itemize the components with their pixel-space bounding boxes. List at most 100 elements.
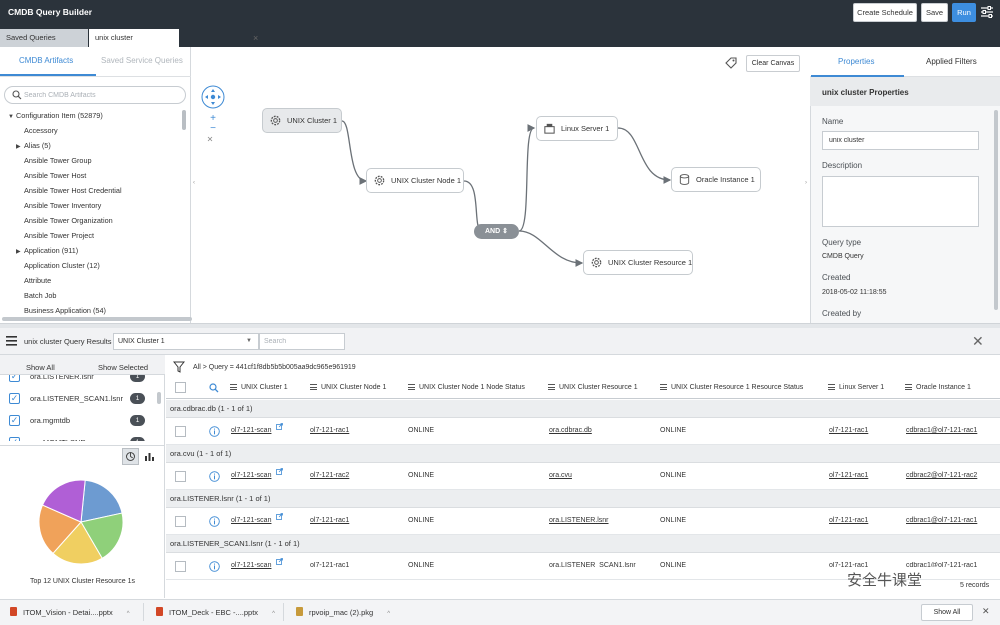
tab-saved-service-queries[interactable]: Saved Service Queries [101, 56, 183, 65]
tab-properties[interactable]: Properties [838, 57, 875, 66]
node-linux-server-1[interactable]: Linux Server 1 [536, 116, 618, 141]
pie-chart-toggle-icon[interactable] [122, 448, 139, 465]
table-cell[interactable]: cdbrac1@ol7-121-rac1 [906, 517, 978, 524]
chevron-up-icon[interactable]: ^ [272, 611, 275, 617]
checkbox[interactable]: ✓ [9, 415, 20, 426]
column-menu-icon[interactable] [660, 384, 667, 390]
row-checkbox[interactable] [175, 426, 186, 437]
name-field[interactable] [822, 131, 979, 150]
table-cell[interactable]: ol7-121-rac1 [829, 517, 869, 524]
row-checkbox[interactable] [175, 471, 186, 482]
chevron-right-icon[interactable]: ▶ [16, 144, 21, 150]
node-oracle-instance-1[interactable]: Oracle Instance 1 [671, 167, 761, 192]
tree-item[interactable]: Attribute [16, 273, 196, 288]
table-cell[interactable]: ol7-121-scan [231, 562, 272, 569]
description-field[interactable] [822, 176, 979, 227]
results-search-input[interactable] [259, 333, 345, 350]
tree-item[interactable]: Accessory [16, 123, 196, 138]
tree-item[interactable]: ▶Application (911) [16, 243, 196, 258]
column-menu-icon[interactable] [230, 384, 237, 390]
table-cell[interactable]: ol7-121-rac1 [829, 562, 869, 569]
column-header[interactable]: UNIX Cluster Node 1 Node Status [408, 383, 525, 391]
pie-slice[interactable] [80, 479, 123, 523]
close-downloads-icon[interactable]: ✕ [982, 606, 990, 616]
show-all-tab[interactable]: Show All [26, 363, 55, 372]
checkbox[interactable]: ✓ [9, 437, 20, 441]
tag-icon[interactable] [724, 56, 738, 70]
checklist-item[interactable]: ✓ora.MGMTLSNR1 [0, 432, 158, 441]
info-icon[interactable] [209, 471, 220, 482]
close-tab-icon[interactable]: × [253, 33, 259, 43]
table-cell[interactable]: ol7-121-rac1 [829, 427, 869, 434]
column-header[interactable]: UNIX Cluster Node 1 [310, 383, 386, 391]
table-cell[interactable]: cdbrac1@ol7-121-rac1 [906, 562, 978, 569]
tree-horizontal-scrollbar[interactable] [2, 317, 192, 321]
menu-icon[interactable] [6, 336, 17, 346]
column-header[interactable]: Linux Server 1 [828, 383, 884, 391]
chevron-up-icon[interactable]: ^ [126, 611, 130, 617]
column-menu-icon[interactable] [905, 384, 912, 390]
tab-saved-queries[interactable]: Saved Queries [0, 29, 88, 47]
show-selected-tab[interactable]: Show Selected [98, 363, 149, 372]
tree-scrollbar[interactable] [182, 110, 186, 130]
column-header[interactable]: UNIX Cluster Resource 1 Resource Status [660, 383, 803, 391]
column-menu-icon[interactable] [408, 384, 415, 390]
table-cell[interactable]: ora.LISTENER.lsnr [549, 517, 609, 524]
tree-item[interactable]: Batch Job [16, 288, 196, 303]
sliders-icon[interactable] [980, 5, 994, 19]
external-link-icon[interactable] [276, 513, 283, 520]
group-header[interactable]: ora.LISTENER_SCAN1.lsnr (1 - 1 of 1) [166, 535, 1000, 553]
chevron-right-icon[interactable]: ▶ [16, 249, 21, 255]
tree-item[interactable]: Ansible Tower Inventory [16, 198, 196, 213]
checklist-scrollbar[interactable] [157, 392, 161, 404]
node-unix-cluster-resource-1[interactable]: UNIX Cluster Resource 1 [583, 250, 693, 275]
zoom-controls[interactable]: + − [199, 83, 227, 143]
download-item[interactable]: ITOM_Deck - EBC -....pptx^ [156, 607, 275, 617]
checkbox[interactable]: ✓ [9, 393, 20, 404]
panel-splitter[interactable] [0, 323, 1000, 328]
tree-item[interactable]: ▶Alias (5) [16, 138, 196, 153]
table-cell[interactable]: ol7-121-rac1 [310, 562, 350, 569]
show-all-downloads-button[interactable]: Show All [921, 604, 973, 621]
info-icon[interactable] [209, 561, 220, 572]
filter-icon[interactable] [173, 361, 185, 373]
tree-item[interactable]: Application Cluster (12) [16, 258, 196, 273]
group-header[interactable]: ora.LISTENER.lsnr (1 - 1 of 1) [166, 490, 1000, 508]
tree-item[interactable]: Business Application (54) [16, 303, 196, 318]
info-icon[interactable] [209, 426, 220, 437]
download-item[interactable]: ITOM_Vision - Detai....pptx^ [10, 607, 130, 617]
group-header[interactable]: ora.cvu (1 - 1 of 1) [166, 445, 1000, 463]
table-cell[interactable]: ol7-121-rac1 [310, 517, 350, 524]
table-cell[interactable]: ol7-121-rac1 [829, 472, 869, 479]
node-unix-cluster-node-1[interactable]: UNIX Cluster Node 1 [366, 168, 464, 193]
artifact-search-input[interactable] [24, 89, 174, 101]
collapse-left-icon[interactable]: ‹ [193, 180, 195, 186]
column-header[interactable]: UNIX Cluster Resource 1 [548, 383, 638, 391]
tab-unix-cluster[interactable]: unix cluster × [89, 29, 258, 47]
download-item[interactable]: rpvoip_mac (2).pkg^ [296, 607, 390, 617]
row-checkbox[interactable] [175, 516, 186, 527]
table-cell[interactable]: ol7-121-scan [231, 427, 272, 434]
search-icon[interactable] [209, 383, 219, 393]
table-cell[interactable]: ol7-121-scan [231, 472, 272, 479]
column-header[interactable]: UNIX Cluster 1 [230, 383, 288, 391]
tree-item[interactable]: Ansible Tower Host Credential [16, 183, 196, 198]
result-node-select[interactable]: UNIX Cluster 1 ▼ [113, 333, 259, 350]
tree-item[interactable]: ▼Configuration Item (52879) [8, 108, 188, 123]
info-icon[interactable] [209, 516, 220, 527]
table-cell[interactable]: ora.cdbrac.db [549, 427, 592, 434]
properties-scrollbar[interactable] [994, 110, 998, 310]
external-link-icon[interactable] [276, 468, 283, 475]
table-cell[interactable]: ora.LISTENER_SCAN1.lsnr [549, 562, 636, 569]
pie-slice[interactable] [38, 504, 82, 555]
node-unix-cluster-1[interactable]: UNIX Cluster 1 [262, 108, 342, 133]
column-menu-icon[interactable] [828, 384, 835, 390]
external-link-icon[interactable] [276, 423, 283, 430]
run-button[interactable]: Run [952, 3, 976, 22]
